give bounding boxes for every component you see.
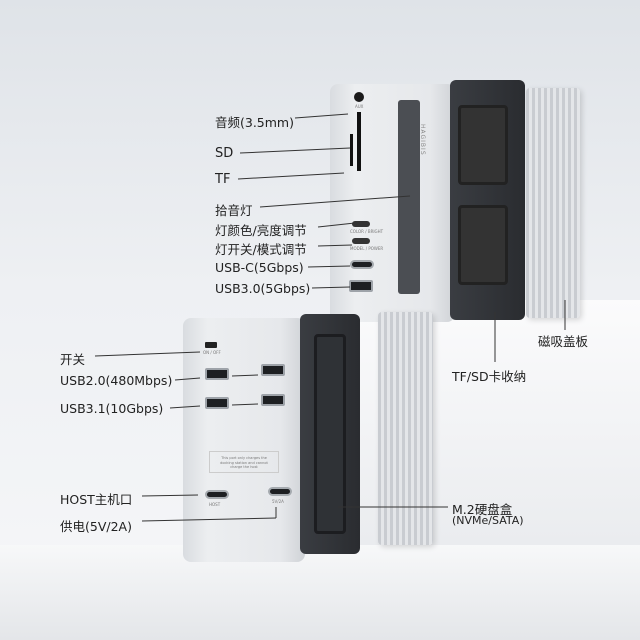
tf-slot[interactable] xyxy=(350,134,353,166)
usb2-port-2[interactable] xyxy=(261,364,285,376)
callout-card-storage: TF/SD卡收纳 xyxy=(452,369,527,384)
power-mark: 5V/2A xyxy=(272,499,284,504)
callout-magnetic-cover: 磁吸盖板 xyxy=(538,334,589,349)
callout-usb3: USB3.0(5Gbps) xyxy=(215,281,311,296)
onoff-mark: ON / OFF xyxy=(203,350,221,355)
host-port[interactable] xyxy=(205,490,229,499)
usb-c-port[interactable] xyxy=(350,260,374,269)
notice-text: This port only charges the docking stati… xyxy=(220,456,268,470)
bottom-dock-body: ON / OFF This port only charges the dock… xyxy=(183,318,305,562)
callout-usb31: USB3.1(10Gbps) xyxy=(60,401,164,416)
usb2-port-1[interactable] xyxy=(205,368,229,380)
top-dock-body: AUX COLOR / BRIGHT MODEL / POWER HAGIBIS xyxy=(330,84,455,322)
aux-mark: AUX xyxy=(355,104,364,109)
callout-power: 供电(5V/2A) xyxy=(60,519,132,534)
bottom-dock-ssd-side xyxy=(300,314,360,554)
callout-switch: 开关 xyxy=(60,352,86,367)
notice-box: This port only charges the docking stati… xyxy=(209,451,279,473)
callout-light-mode: 灯开关/模式调节 xyxy=(215,242,307,257)
callout-color-brightness: 灯颜色/亮度调节 xyxy=(215,223,307,238)
callout-usb2: USB2.0(480Mbps) xyxy=(60,373,173,388)
model-mark: MODEL / POWER xyxy=(350,246,384,251)
power-port[interactable] xyxy=(268,487,292,496)
color-mark: COLOR / BRIGHT xyxy=(350,229,384,234)
magnetic-cover[interactable] xyxy=(526,88,580,318)
callout-ssd: M.2硬盘盒 xyxy=(452,502,513,517)
top-dock-storage-side xyxy=(450,80,525,320)
host-mark: HOST xyxy=(209,502,221,507)
usb31-port-2[interactable] xyxy=(261,394,285,406)
color-button[interactable] xyxy=(352,221,370,227)
callout-host: HOST主机口 xyxy=(60,492,133,507)
callout-tf: TF xyxy=(215,172,231,187)
callout-mic-light: 拾音灯 xyxy=(215,203,253,218)
sd-slot[interactable] xyxy=(357,112,361,171)
power-switch[interactable] xyxy=(205,342,217,348)
mic-light-bar xyxy=(398,100,420,294)
callout-usb-c: USB-C(5Gbps) xyxy=(215,260,304,275)
lower-step xyxy=(0,545,640,640)
audio-jack[interactable] xyxy=(354,92,364,102)
usb31-port-1[interactable] xyxy=(205,397,229,409)
callout-audio: 音频(3.5mm) xyxy=(215,115,294,130)
usb3-port[interactable] xyxy=(349,280,373,292)
callout-ssd-sub: (NVMe/SATA) xyxy=(452,514,524,527)
mode-button[interactable] xyxy=(352,238,370,244)
ssd-cover[interactable] xyxy=(378,312,433,545)
callout-sd: SD xyxy=(215,146,234,161)
